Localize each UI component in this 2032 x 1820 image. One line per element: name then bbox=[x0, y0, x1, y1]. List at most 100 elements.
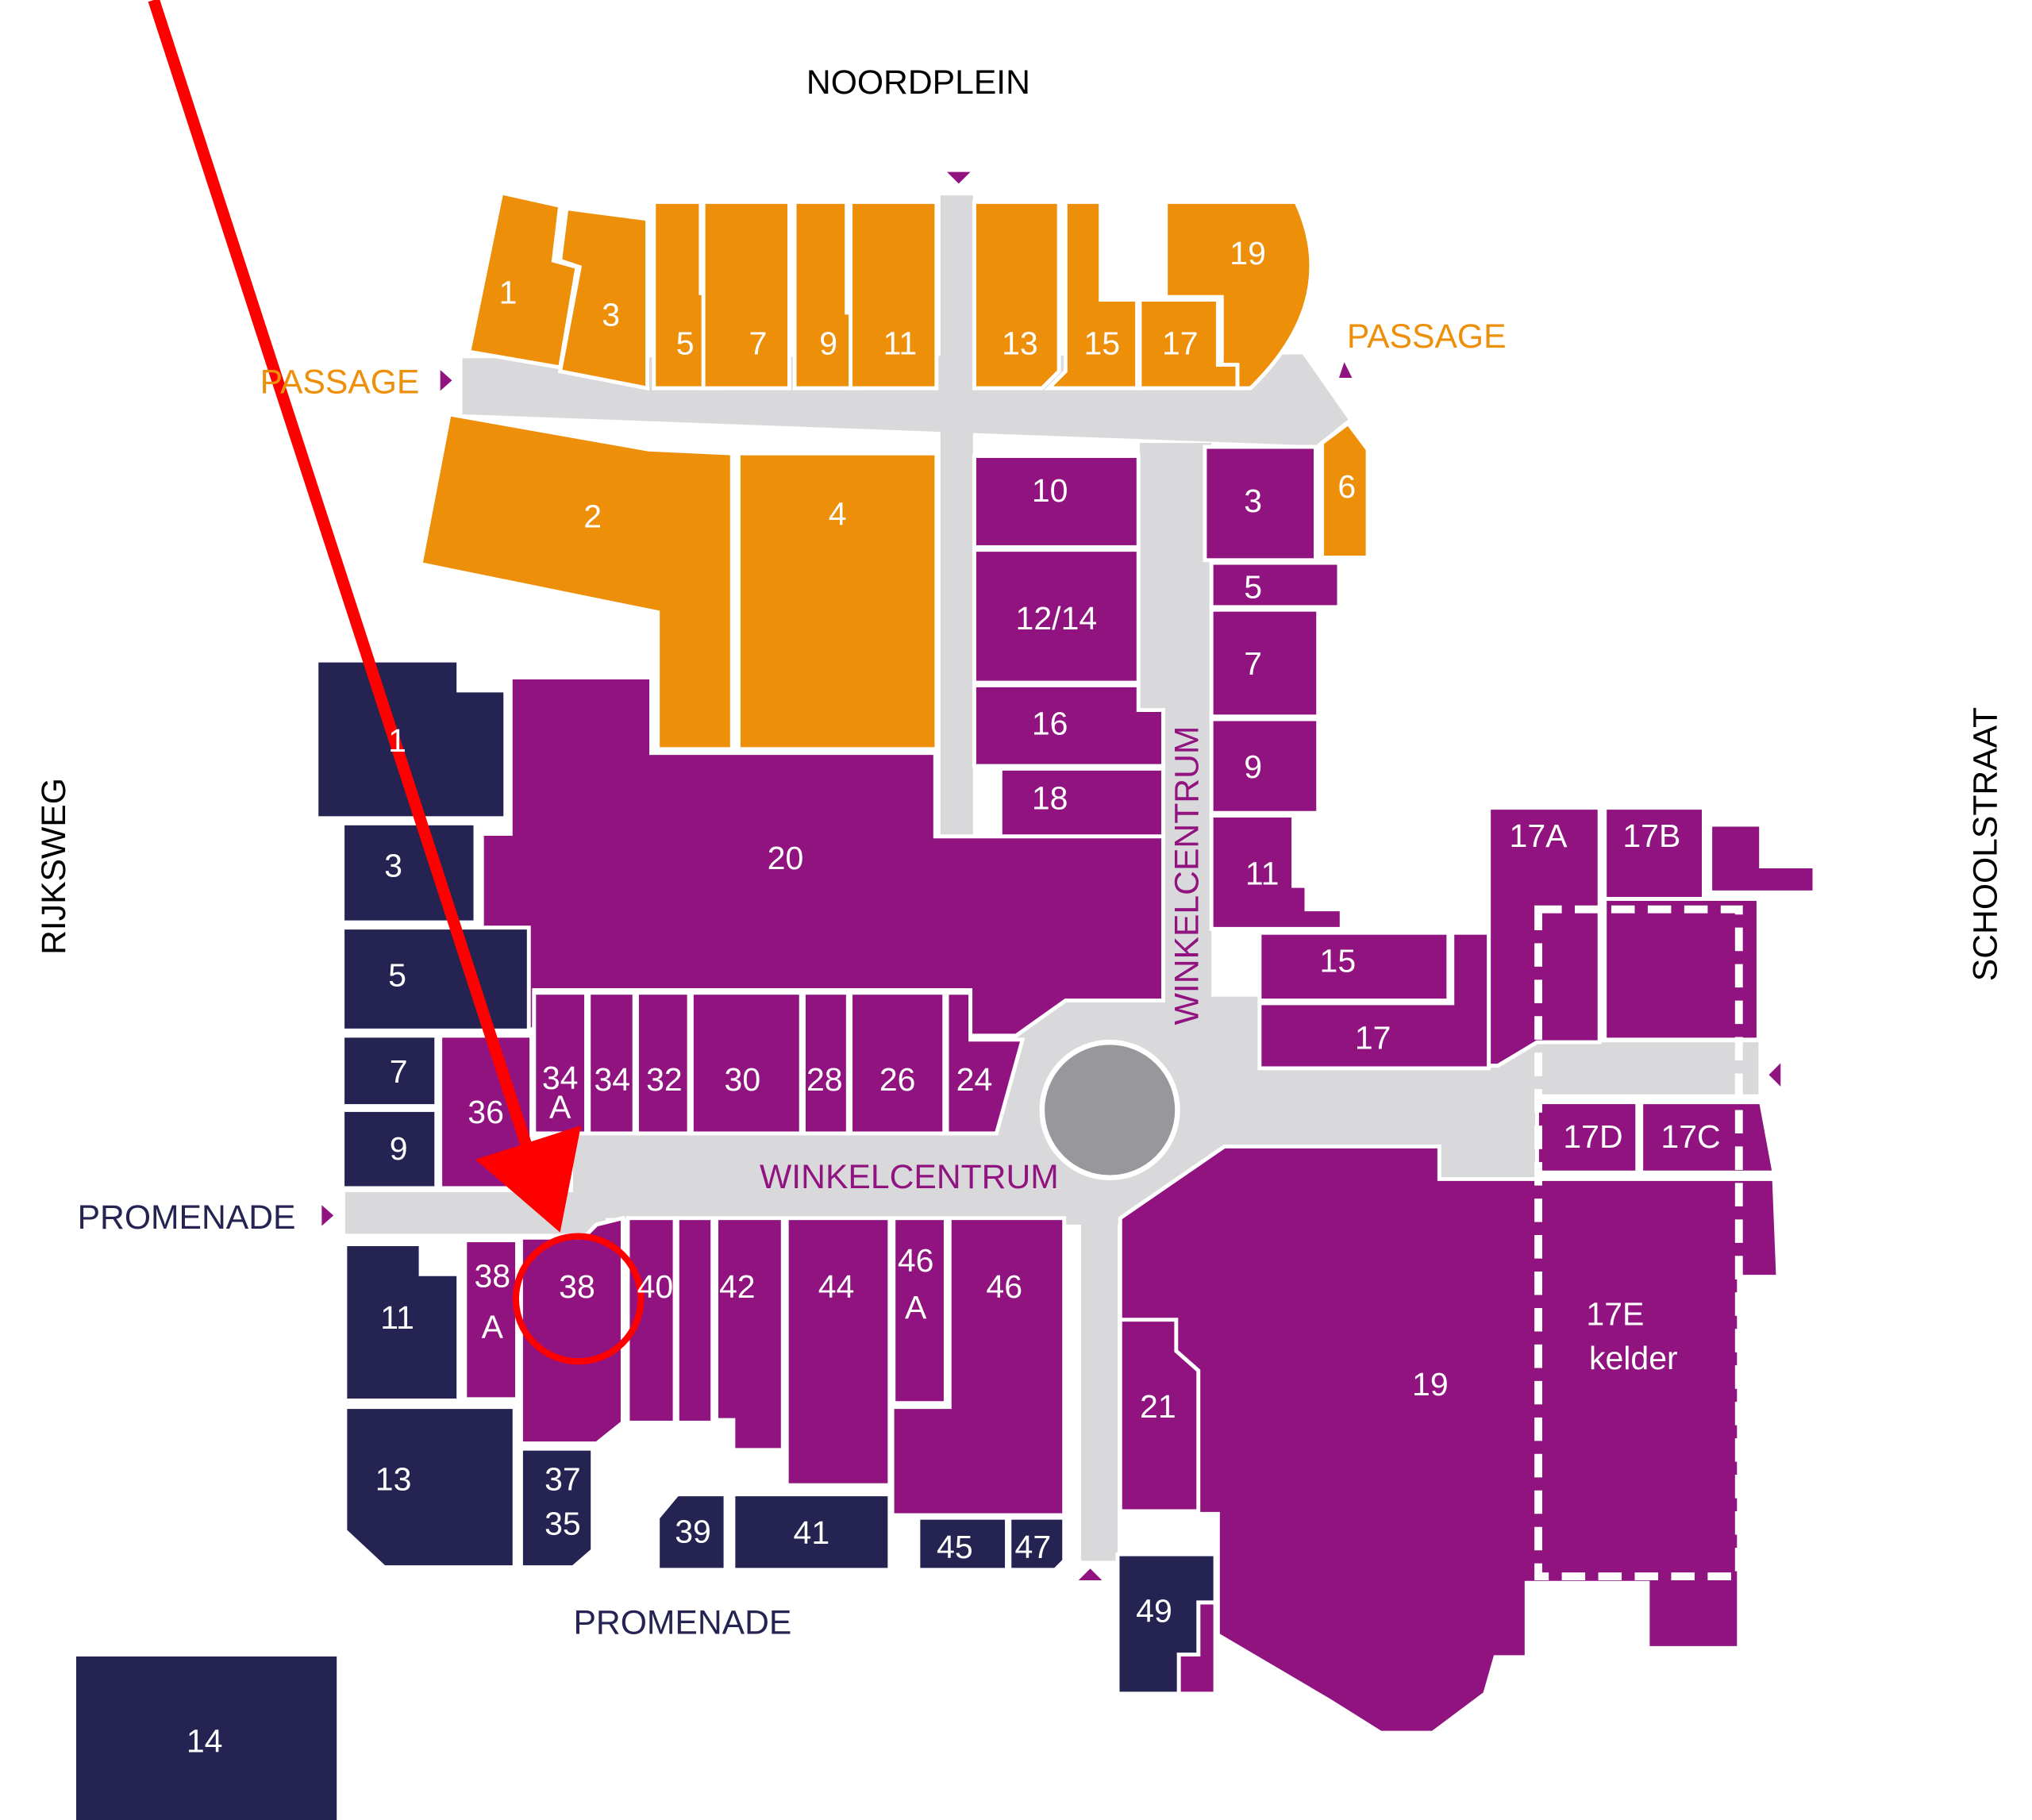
shop-n3[interactable] bbox=[341, 821, 478, 925]
label: 18 bbox=[1032, 779, 1068, 816]
shop-p7[interactable] bbox=[1209, 607, 1321, 719]
street-schoolstraat: SCHOOLSTRAAT bbox=[1967, 707, 2005, 981]
shop-p42[interactable] bbox=[714, 1216, 785, 1453]
shop-n7[interactable] bbox=[341, 1033, 439, 1108]
label: 47 bbox=[1015, 1529, 1052, 1565]
shop-p16[interactable] bbox=[972, 683, 1165, 768]
shop-o11[interactable] bbox=[849, 199, 939, 391]
label: 38 bbox=[559, 1268, 595, 1305]
street-rijksweg: RIJKSWEG bbox=[35, 778, 73, 955]
shop-n1[interactable] bbox=[314, 658, 508, 821]
shop-p46a[interactable] bbox=[891, 1216, 948, 1406]
label: 37 bbox=[545, 1461, 581, 1498]
label: 46 bbox=[898, 1242, 934, 1279]
annotation bbox=[148, 0, 645, 1365]
label: 9 bbox=[819, 325, 837, 361]
shop-p5[interactable] bbox=[1209, 560, 1341, 610]
navy-labels: 1 3 5 7 9 11 13 37 35 39 41 45 47 49 14 bbox=[187, 722, 1172, 1760]
purple-labels: 10 12/14 16 18 3 5 7 9 11 15 17 20 17A 1… bbox=[468, 472, 1720, 1425]
shop-p44[interactable] bbox=[784, 1216, 892, 1487]
label: 28 bbox=[806, 1061, 843, 1098]
label: 21 bbox=[1140, 1388, 1176, 1425]
shop-n49[interactable] bbox=[1115, 1552, 1218, 1696]
label: 6 bbox=[1337, 468, 1356, 505]
shop-n37-35[interactable] bbox=[518, 1446, 595, 1570]
label: 45 bbox=[937, 1529, 973, 1565]
shop-o1[interactable] bbox=[466, 190, 579, 370]
label: 1 bbox=[499, 274, 518, 310]
shop-p18[interactable] bbox=[998, 766, 1165, 843]
shop-p9[interactable] bbox=[1209, 717, 1321, 815]
shop-n13[interactable] bbox=[343, 1405, 517, 1570]
shop-p17-rear[interactable] bbox=[1603, 897, 1761, 1042]
street-promenade-south: PROMENADE bbox=[573, 1603, 791, 1641]
shop-o7[interactable] bbox=[701, 199, 791, 391]
shop-o19[interactable] bbox=[1164, 199, 1314, 391]
entrance-arrow-icon bbox=[947, 171, 971, 184]
label: 24 bbox=[956, 1061, 993, 1098]
street-promenade-west: PROMENADE bbox=[78, 1199, 296, 1237]
shop-p34[interactable] bbox=[587, 991, 637, 1136]
shop-o6[interactable] bbox=[1320, 420, 1370, 560]
shop-p32[interactable] bbox=[635, 991, 691, 1136]
shop-p28[interactable] bbox=[802, 991, 850, 1136]
label: 38 bbox=[474, 1258, 510, 1295]
shop-p19[interactable] bbox=[1118, 1144, 1780, 1735]
label: 19 bbox=[1230, 235, 1266, 271]
label: 41 bbox=[794, 1514, 830, 1551]
shop-o3[interactable] bbox=[557, 206, 650, 391]
label: 7 bbox=[749, 325, 768, 361]
label: 26 bbox=[879, 1061, 916, 1098]
street-labels: NOORDPLEIN PASSAGE PASSAGE RIJKSWEG SCHO… bbox=[35, 63, 2005, 1641]
label: 5 bbox=[1244, 568, 1262, 605]
red-arrow-head-icon bbox=[475, 1125, 581, 1233]
shop-n5[interactable] bbox=[341, 925, 531, 1033]
label: kelder bbox=[1589, 1340, 1678, 1376]
shop-p17b-annex[interactable] bbox=[1708, 822, 1817, 895]
street-winkelcentrum-horizontal: WINKELCENTRUM bbox=[760, 1158, 1059, 1196]
red-arrow-shaft bbox=[148, 0, 533, 1151]
label: A bbox=[482, 1309, 504, 1345]
entrance-arrow-icon bbox=[1338, 362, 1353, 378]
shop-o13[interactable] bbox=[972, 199, 1061, 391]
shop-p15[interactable] bbox=[1257, 930, 1451, 1003]
shop-p3[interactable] bbox=[1203, 444, 1318, 563]
label: 17D bbox=[1563, 1118, 1622, 1155]
entrance-arrow-icon bbox=[1078, 1568, 1103, 1580]
shop-p38a[interactable] bbox=[463, 1238, 519, 1402]
shop-o15[interactable] bbox=[1044, 199, 1140, 391]
label: 17E bbox=[1586, 1295, 1644, 1332]
shop-o2[interactable] bbox=[418, 412, 734, 752]
highlight-circle-shop-38 bbox=[512, 1233, 645, 1365]
street-passage-west: PASSAGE bbox=[260, 364, 420, 402]
label: 34 bbox=[594, 1061, 630, 1098]
shop-n45[interactable] bbox=[916, 1515, 1009, 1572]
purple-zone bbox=[438, 444, 1817, 1735]
label: 14 bbox=[187, 1723, 223, 1760]
shop-n47[interactable] bbox=[1007, 1515, 1067, 1572]
shop-n39[interactable] bbox=[656, 1492, 728, 1572]
shop-p12-14[interactable] bbox=[972, 548, 1141, 685]
shop-p11[interactable] bbox=[1209, 814, 1344, 931]
shop-o4[interactable] bbox=[736, 451, 939, 752]
entrance-arrow-icon bbox=[440, 370, 452, 391]
label: 17 bbox=[1355, 1019, 1391, 1056]
shop-p10[interactable] bbox=[972, 454, 1141, 549]
label: 9 bbox=[1244, 748, 1262, 785]
shop-p21[interactable] bbox=[1118, 1318, 1201, 1514]
street-passage-east: PASSAGE bbox=[1347, 317, 1507, 356]
shop-n11[interactable] bbox=[343, 1242, 461, 1403]
label: 49 bbox=[1136, 1593, 1172, 1630]
shop-p46[interactable] bbox=[890, 1216, 1067, 1518]
shop-p26[interactable] bbox=[849, 991, 947, 1136]
shop-n14[interactable] bbox=[72, 1653, 341, 1820]
shop-n9[interactable] bbox=[341, 1107, 439, 1191]
shop-p17a[interactable] bbox=[1487, 806, 1602, 1068]
shop-p30[interactable] bbox=[689, 991, 803, 1136]
shop-p40b[interactable] bbox=[675, 1216, 715, 1425]
label: 7 bbox=[1244, 645, 1262, 682]
shop-n41[interactable] bbox=[731, 1492, 892, 1572]
label: 16 bbox=[1032, 706, 1068, 742]
entrance-arrow-icon bbox=[321, 1205, 334, 1226]
shop-p24[interactable] bbox=[945, 991, 1026, 1136]
